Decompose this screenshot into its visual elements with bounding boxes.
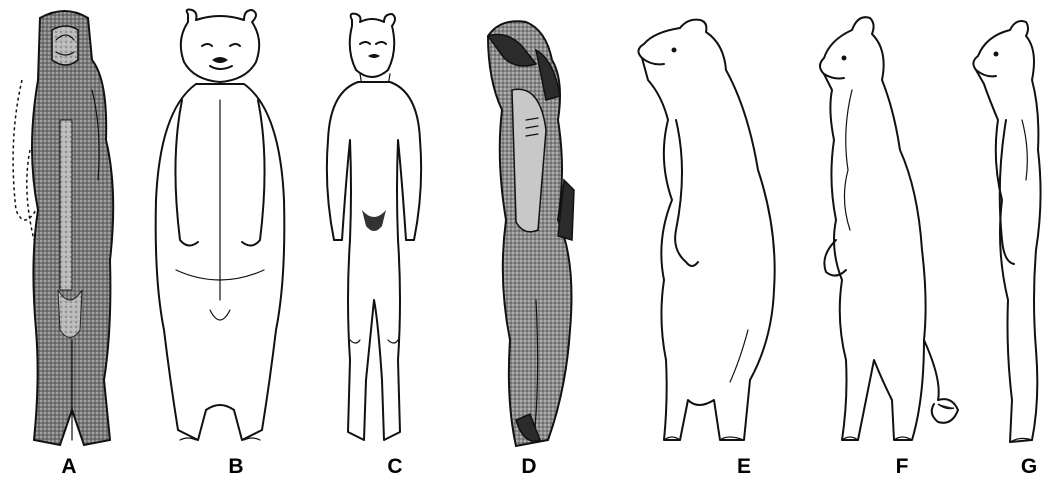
lionman-front-drawing [312,0,432,450]
panel-e [628,0,788,481]
label-b: B [221,456,251,477]
figurine-front-drawing [0,0,130,450]
label-e: E [729,456,759,477]
label-a: A [54,456,84,477]
lion-side-drawing [812,0,972,450]
panel-b [140,0,300,481]
panel-a [0,0,130,481]
panel-c [312,0,432,481]
label-d: D [514,456,544,477]
bear-side-drawing [628,0,788,450]
panel-f [812,0,972,481]
lionman-side-drawing [966,0,1047,450]
bear-front-drawing [140,0,300,450]
panel-g [966,0,1047,481]
figurine-side-drawing [476,0,586,450]
label-c: C [380,456,410,477]
label-f: F [887,456,917,477]
label-g: G [1014,456,1044,477]
panel-d [476,0,586,481]
